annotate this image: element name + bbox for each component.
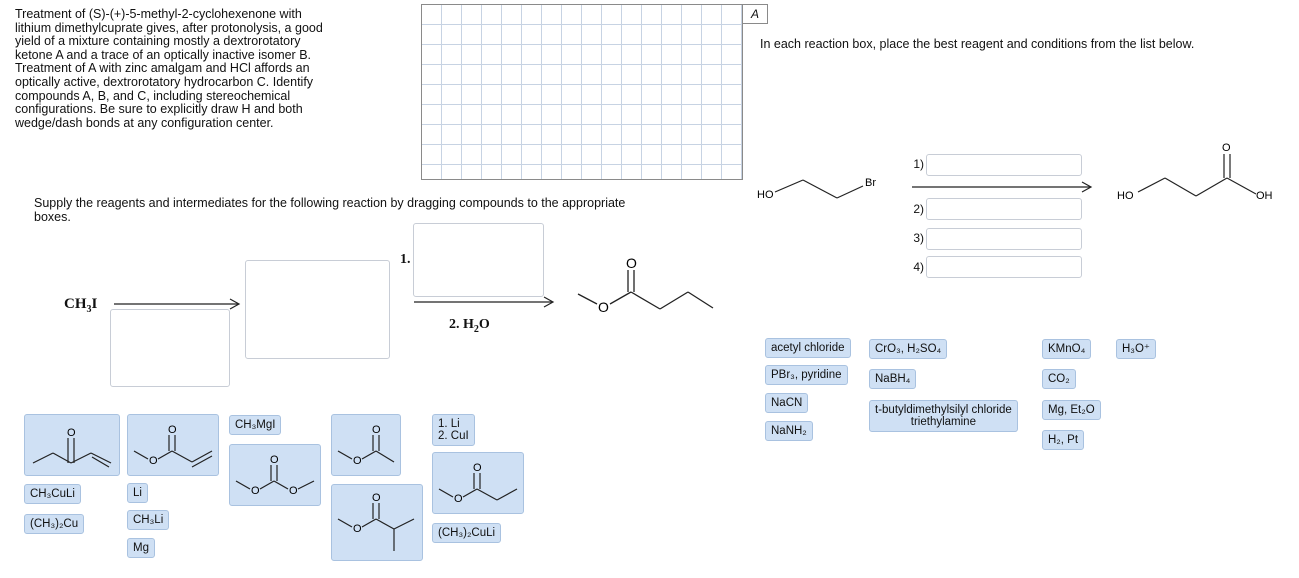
tile-ch3mgi[interactable]: CH₃MgI [229,415,282,435]
atom-o-label: O [289,485,298,497]
methyl-acetate-structure: O O [337,424,395,467]
tile-methyl-acetate[interactable]: O O [331,414,401,476]
atom-o-label: O [626,255,637,271]
tile-h3o-plus[interactable]: H₃O⁺ [1116,339,1157,359]
methyl-propanoate-structure: O O [438,462,518,505]
reaction2-arrow [912,181,1093,193]
atom-o-label: O [372,424,381,436]
drawing-canvas-label: A [742,4,768,24]
tile-li-then-cui[interactable]: 1. Li 2. CuI [432,414,475,446]
atom-o-label: O [598,299,609,315]
tile-cro3-h2so4[interactable]: CrO₃, H₂SO₄ [869,339,948,359]
reagent-drop-box-1[interactable] [110,309,230,387]
product-methyl-butanoate: O O [577,255,714,315]
tile-ch3culi[interactable]: CH₃CuLi [24,484,81,504]
tile-dimethylcopper[interactable]: (CH₃)₂Cu [24,514,85,534]
atom-o-label: O [473,462,482,474]
methyl-acrylate-structure: O O [133,424,213,468]
intermediate-drop-box[interactable] [245,260,390,359]
methyl-vinyl-ketone-structure: O [32,427,112,468]
tile-methyl-vinyl-ketone[interactable]: O [24,414,120,476]
step-number: 1) [913,157,924,171]
step-number: 2) [913,202,924,216]
step2-label: 2. H2O [449,317,490,335]
tile-methyl-propanoate[interactable]: O O [432,452,524,514]
atom-o-label: O [251,485,260,497]
tile-li[interactable]: Li [127,483,148,503]
reagent-drop-box-2[interactable] [413,223,544,297]
atom-o-label: O [372,492,381,504]
tile-nanh2[interactable]: NaNH₂ [765,421,813,441]
atom-o-label: O [454,493,463,505]
hydroxyl-label: HO [1117,190,1134,202]
tile-tbdms-chloride-triethylamine[interactable]: t-butyldimethylsilyl chloride triethylam… [869,400,1018,432]
atom-o-label: O [67,427,76,439]
atom-o-label: O [168,424,177,436]
tile-nabh4[interactable]: NaBH₄ [869,369,917,389]
drawing-canvas[interactable] [421,4,743,180]
tile-mg-et2o[interactable]: Mg, Et₂O [1042,400,1101,420]
reagent-input-step-3[interactable] [926,228,1082,250]
reaction1-instruction: Supply the reagents and intermediates fo… [34,196,626,224]
tile-methyl-isobutyrate[interactable]: O O [331,484,423,561]
carbonyl-o-label: O [1222,142,1231,154]
reagent-input-step-1[interactable] [926,154,1082,176]
reagent-input-step-2[interactable] [926,198,1082,220]
step-number: 4) [913,260,924,274]
bromine-label: Br [865,177,876,189]
tile-co2[interactable]: CO₂ [1042,369,1076,389]
starting-material-3-bromopropanol: HO Br [757,177,876,201]
tile-methyl-acrylate[interactable]: O O [127,414,219,476]
tile-pbr3-pyridine[interactable]: PBr₃, pyridine [765,365,848,385]
tile-acetyl-chloride[interactable]: acetyl chloride [765,338,851,358]
hydroxyl-label: HO [757,189,774,201]
reaction1-arrow-1 [114,298,241,310]
tile-nacn[interactable]: NaCN [765,393,809,413]
atom-o-label: O [270,454,279,466]
tile-ch3li[interactable]: CH₃Li [127,510,170,530]
reagent-input-step-4[interactable] [926,256,1082,278]
tile-dimethyl-carbonate[interactable]: O O O [229,444,321,506]
product-4-hydroxybutanoic-acid: O HO OH [1117,142,1273,202]
atom-o-label: O [149,455,158,467]
reaction2-instruction: In each reaction box, place the best rea… [760,37,1195,51]
methyl-isobutyrate-structure: O O [337,492,415,551]
tile-kmno4[interactable]: KMnO₄ [1042,339,1092,359]
atom-o-label: O [353,523,362,535]
atom-o-label: O [353,455,362,467]
step1-label: 1. [400,252,411,267]
dimethyl-carbonate-structure: O O O [235,454,315,497]
tile-lithium-dimethylcuprate[interactable]: (CH₃)₂CuLi [432,523,502,543]
reaction1-arrow-2 [414,296,555,308]
tile-h2-pt[interactable]: H₂, Pt [1042,430,1085,450]
acid-oh-label: OH [1256,190,1273,202]
tile-mg[interactable]: Mg [127,538,155,558]
step-number: 3) [913,231,924,245]
starting-material-ch3i: CH3I [64,296,98,315]
problem-statement: Treatment of (S)-(+)-5-methyl-2-cyclohex… [15,7,323,130]
